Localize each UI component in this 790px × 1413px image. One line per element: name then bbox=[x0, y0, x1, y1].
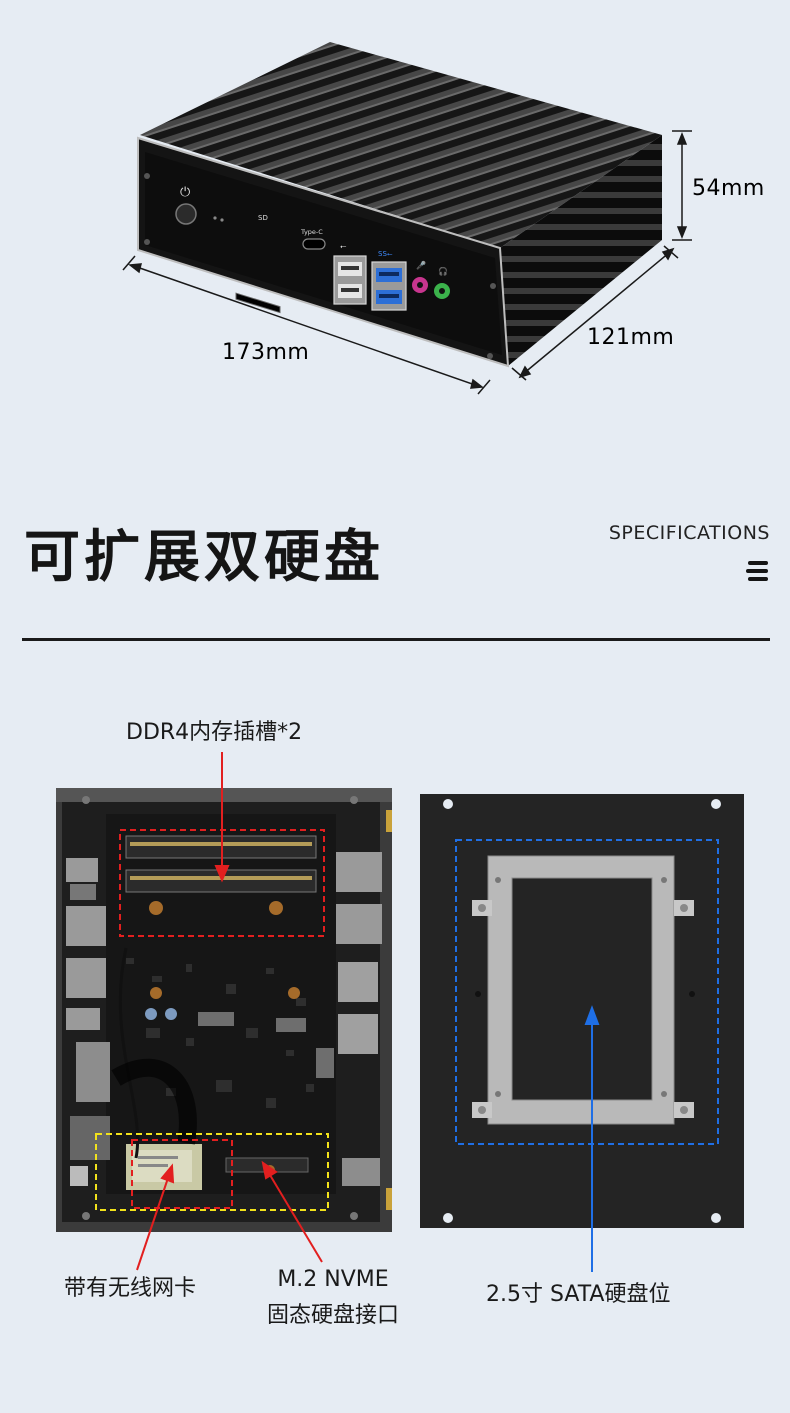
depth-dimension-label: 121mm bbox=[587, 325, 674, 350]
sata-highlight-box bbox=[455, 839, 719, 1145]
page-title: 可扩展双硬盘 bbox=[24, 525, 384, 590]
usb3-icon: SS⭠ bbox=[378, 250, 393, 258]
callout-m2-subtitle: 固态硬盘接口 bbox=[266, 1303, 399, 1328]
sd-slot bbox=[235, 292, 281, 314]
heatsink-top bbox=[140, 42, 662, 248]
section-divider bbox=[22, 638, 770, 641]
sata-bracket-photo bbox=[420, 794, 744, 1228]
width-dimension-label: 173mm bbox=[222, 340, 309, 365]
m2-highlight-box bbox=[95, 1133, 329, 1211]
mic-icon: 🎤 bbox=[416, 260, 426, 270]
typec-port bbox=[302, 238, 326, 250]
wifi-highlight-box bbox=[131, 1139, 233, 1209]
callout-wifi-card: 带有无线网卡 bbox=[64, 1276, 197, 1301]
page-subtitle: SPECIFICATIONS bbox=[608, 522, 770, 544]
usb-icon: ⭠ bbox=[340, 242, 347, 251]
power-button bbox=[175, 203, 197, 225]
menu-icon bbox=[746, 561, 768, 581]
callout-ddr4-slots: DDR4内存插槽*2 bbox=[126, 720, 303, 745]
sd-label: SD bbox=[258, 214, 268, 222]
callout-sata-bay: 2.5寸 SATA硬盘位 bbox=[486, 1282, 671, 1307]
mini-pc-illustration: ⏻ SD Type-C ⭠ SS⭠ 🎤 🎧 bbox=[122, 42, 765, 395]
typec-label: Type-C bbox=[300, 228, 323, 236]
dimension-lines bbox=[122, 130, 692, 395]
power-icon: ⏻ bbox=[180, 185, 190, 200]
chassis-side bbox=[500, 135, 662, 366]
height-dimension-label: 54mm bbox=[692, 176, 765, 201]
callout-m2-title: M.2 NVME bbox=[277, 1267, 389, 1292]
motherboard-photo bbox=[56, 788, 392, 1232]
headphone-icon: 🎧 bbox=[438, 266, 448, 276]
